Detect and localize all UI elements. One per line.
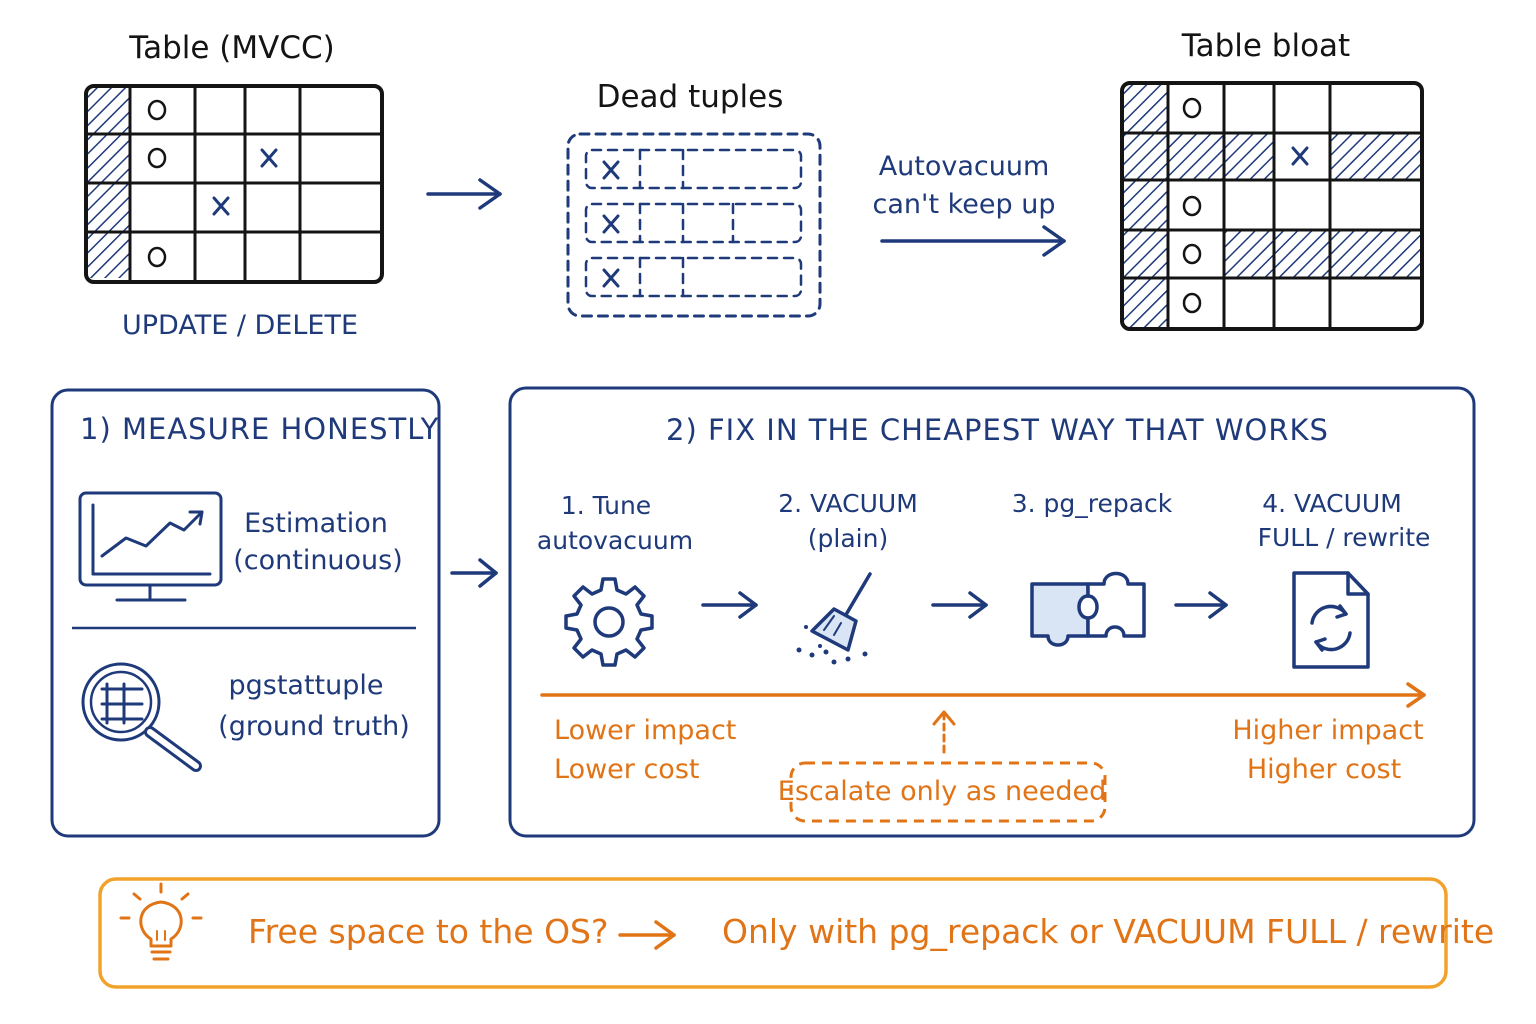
table-bloat-title: Table bloat — [1181, 28, 1351, 64]
puzzle-icon — [1030, 571, 1146, 647]
higher-cost-label: Higher cost — [1246, 754, 1402, 785]
step-3-label: 3. pg_repack — [1011, 489, 1173, 518]
measure-heading: 1) MEASURE HONESTLY — [80, 412, 440, 446]
gear-icon — [564, 577, 654, 667]
dead-tuple-mark — [1291, 146, 1309, 166]
dust-particles — [796, 625, 868, 665]
tip-arrow — [618, 920, 676, 950]
step-arrow — [931, 591, 988, 619]
impact-scale-arrow — [540, 682, 1426, 708]
mvcc-table-title: Table (MVCC) — [129, 30, 335, 66]
pgstattuple-label: pgstattuple — [228, 670, 384, 701]
step-1-sublabel: autovacuum — [536, 526, 694, 555]
lower-cost-label: Lower cost — [554, 754, 700, 785]
dead-tuples-title: Dead tuples — [596, 79, 784, 115]
tip-box — [98, 877, 1448, 989]
cant-keep-up-label: can't keep up — [872, 189, 1056, 220]
document-refresh-icon — [1292, 571, 1370, 669]
tip-answer: Only with pg_repack or VACUUM FULL / rew… — [722, 912, 1495, 951]
step-arrow — [1174, 591, 1228, 619]
broom-icon — [810, 572, 872, 652]
flow-arrow — [450, 558, 498, 588]
escalate-box — [789, 761, 1107, 823]
dead-tuples-box — [566, 132, 822, 318]
escalate-pointer-head — [932, 710, 956, 726]
estimation-label: Estimation — [244, 508, 388, 539]
flow-arrow — [426, 178, 502, 210]
live-tuple-mark — [147, 99, 167, 268]
dead-tuple-mark — [212, 148, 278, 216]
fix-heading: 2) FIX IN THE CHEAPEST WAY THAT WORKS — [666, 413, 1329, 447]
flow-arrow — [880, 225, 1066, 257]
update-delete-caption: UPDATE / DELETE — [121, 310, 359, 341]
live-tuple-mark — [1182, 97, 1202, 314]
step-2-label: 2. VACUUM — [778, 489, 918, 518]
escalate-label: Escalate only as needed — [777, 776, 1107, 807]
dead-tuple-mark — [602, 160, 620, 288]
step-4-sublabel: FULL / rewrite — [1257, 523, 1431, 552]
step-1-label: 1. Tune — [560, 491, 652, 520]
step-2-sublabel: (plain) — [807, 524, 889, 553]
monitor-chart-icon — [78, 491, 223, 602]
measure-panel — [50, 388, 441, 838]
higher-impact-label: Higher impact — [1232, 715, 1424, 746]
lower-impact-label: Lower impact — [554, 715, 737, 746]
lightbulb-icon — [119, 882, 203, 961]
bloat-table-grid — [1120, 81, 1424, 331]
fix-panel — [508, 386, 1476, 838]
autovacuum-label: Autovacuum — [878, 151, 1050, 182]
mvcc-table-grid — [84, 84, 384, 284]
tip-question: Free space to the OS? — [248, 912, 609, 951]
step-4-label: 4. VACUUM — [1262, 489, 1402, 518]
magnifier-table-icon — [81, 662, 202, 772]
ground-truth-label: (ground truth) — [218, 711, 410, 742]
continuous-label: (continuous) — [233, 545, 403, 576]
step-arrow — [701, 591, 758, 619]
